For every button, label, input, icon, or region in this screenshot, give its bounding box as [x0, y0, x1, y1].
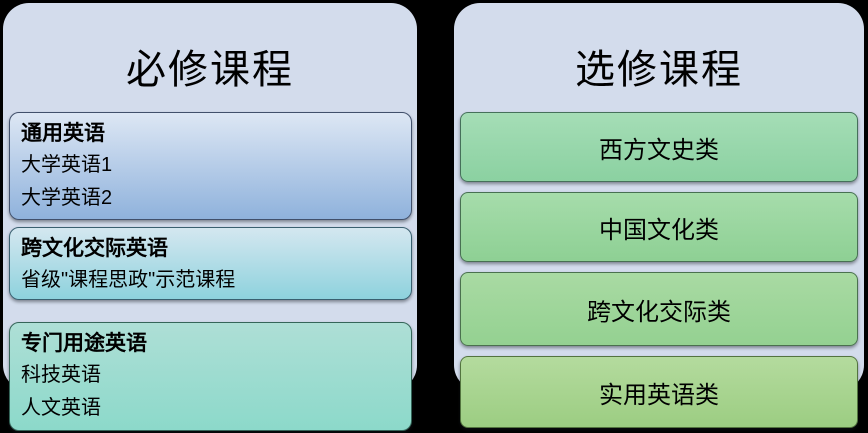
course-item: 大学英语2: [21, 187, 113, 209]
course-item: 省级"课程思政"示范课程: [21, 269, 236, 291]
category-label: 跨文化交际类: [587, 298, 731, 326]
category-intercultural: 跨文化交际类: [460, 272, 858, 346]
category-label: 西方文史类: [599, 136, 719, 164]
group-intercultural-english: 跨文化交际英语 省级"课程思政"示范课程: [9, 227, 412, 300]
required-panel-title: 必修课程: [126, 48, 294, 92]
course-item: 科技英语: [21, 364, 101, 386]
group-general-english: 通用英语 大学英语1 大学英语2: [9, 112, 412, 220]
elective-panel-title: 选修课程: [575, 48, 743, 92]
group-esp-english: 专门用途英语 科技英语 人文英语: [9, 322, 412, 431]
course-item: 人文英语: [21, 397, 101, 419]
category-label: 实用英语类: [599, 381, 719, 409]
category-label: 中国文化类: [599, 216, 719, 244]
course-item: 大学英语1: [21, 154, 113, 176]
group-heading: 通用英语: [21, 122, 105, 145]
category-chinese-culture: 中国文化类: [460, 192, 858, 262]
category-practical-english: 实用英语类: [460, 356, 858, 428]
group-heading: 专门用途英语: [21, 332, 147, 355]
required-courses-panel: 必修课程 通用英语 大学英语1 大学英语2 跨文化交际英语 省级"课程思政"示范…: [3, 3, 417, 431]
category-western-history: 西方文史类: [460, 112, 858, 182]
elective-courses-panel: 选修课程 西方文史类 中国文化类 跨文化交际类 实用英语类: [454, 3, 864, 428]
group-heading: 跨文化交际英语: [21, 237, 168, 260]
